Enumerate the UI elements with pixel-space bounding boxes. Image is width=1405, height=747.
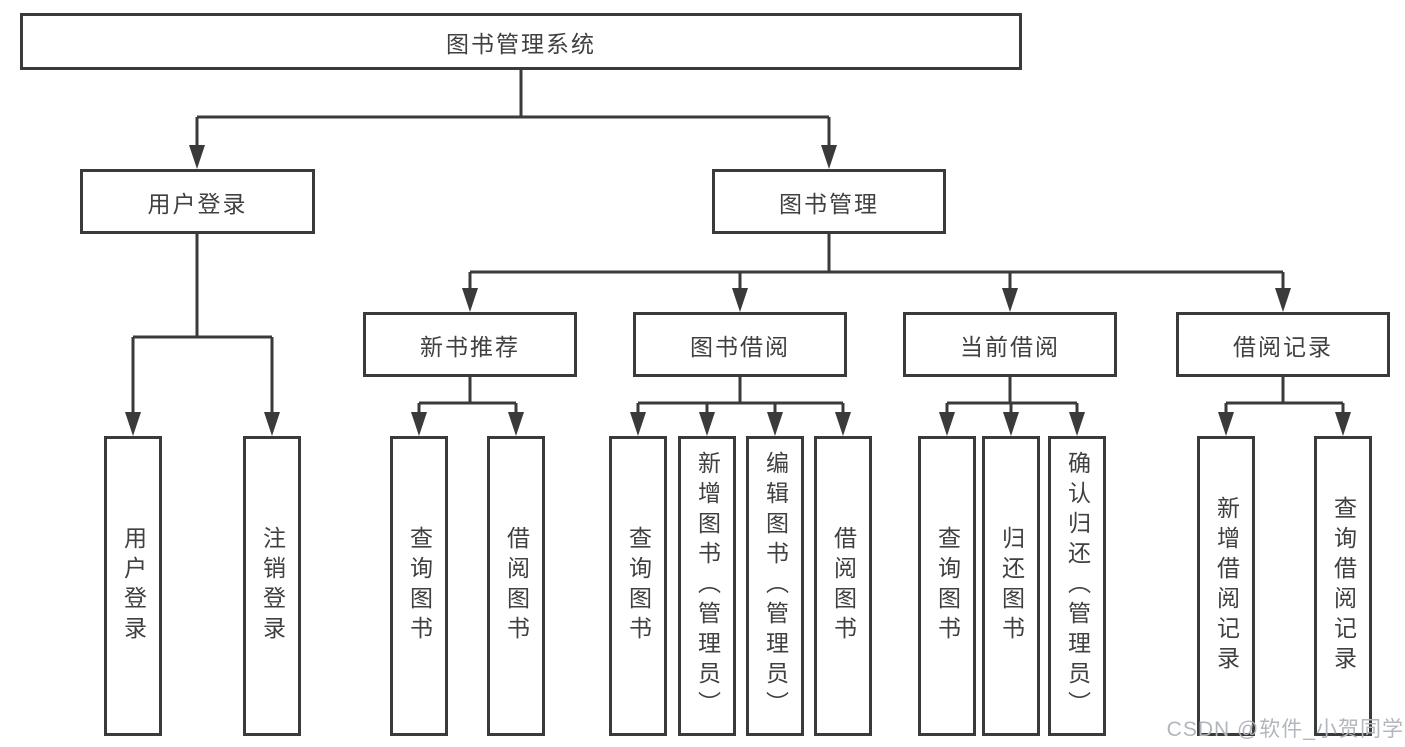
leaf-label: 归还图书 [998,526,1025,646]
node-label: 图书管理 [779,190,879,217]
node-borrow-records: 借阅记录 [1176,312,1390,377]
leaf-borrow-books: 借阅图书 [814,436,872,736]
node-label: 借阅记录 [1233,333,1333,360]
node-label: 图书借阅 [690,333,790,360]
leaf-return-books: 归还图书 [982,436,1040,736]
node-new-book-recommend: 新书推荐 [363,312,577,377]
node-label: 当前借阅 [960,333,1060,360]
node-label: 用户登录 [147,190,248,217]
leaf-label: 确认归还（管理员） [1064,451,1091,721]
leaf-query-books: 查询图书 [918,436,976,736]
node-current-borrow: 当前借阅 [903,312,1117,377]
leaf-add-book-admin: 新增图书（管理员） [678,436,736,736]
leaf-label: 新增图书（管理员） [694,451,721,721]
leaf-query-books: 查询图书 [390,436,448,736]
csdn-watermark: CSDN @软件_小贺同学 [1166,718,1404,741]
leaf-add-borrow-record: 新增借阅记录 [1197,436,1255,736]
node-book-management: 图书管理 [712,169,946,234]
leaf-query-books: 查询图书 [609,436,667,736]
leaf-borrow-books: 借阅图书 [487,436,545,736]
node-label: 图书管理系统 [446,30,596,57]
leaf-label: 查询图书 [934,526,961,646]
leaf-label: 新增借阅记录 [1213,496,1240,676]
leaf-label: 用户登录 [120,526,147,646]
leaf-edit-book-admin: 编辑图书（管理员） [746,436,804,736]
leaf-label: 查询图书 [625,526,652,646]
leaf-label: 查询图书 [406,526,433,646]
leaf-logout: 注销登录 [243,436,301,736]
leaf-label: 借阅图书 [503,526,530,646]
leaf-query-borrow-record: 查询借阅记录 [1314,436,1372,736]
node-root: 图书管理系统 [20,13,1022,70]
leaf-label: 借阅图书 [830,526,857,646]
node-user-login: 用户登录 [80,169,315,234]
node-book-borrow: 图书借阅 [633,312,847,377]
node-label: 新书推荐 [420,333,520,360]
leaf-label: 查询借阅记录 [1330,496,1357,676]
leaf-user-login: 用户登录 [104,436,162,736]
leaf-confirm-return-admin: 确认归还（管理员） [1048,436,1106,736]
leaf-label: 注销登录 [259,526,286,646]
leaf-label: 编辑图书（管理员） [762,451,789,721]
